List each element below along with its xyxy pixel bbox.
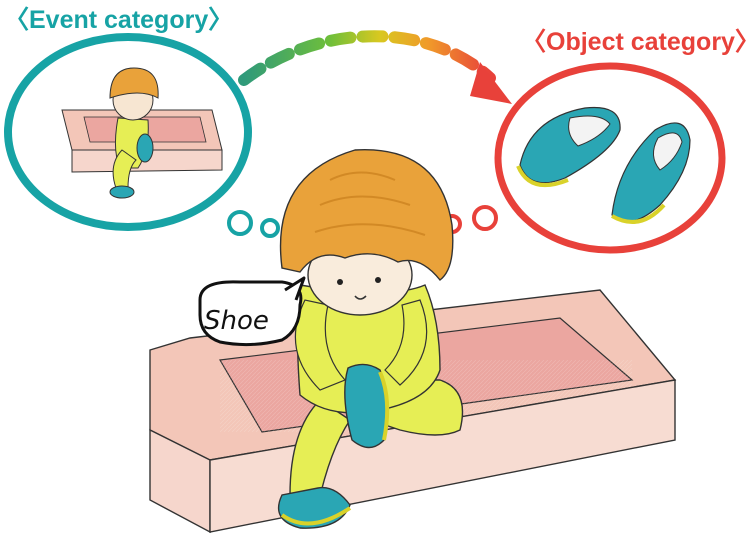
speech-bubble-text: Shoe: [204, 306, 269, 336]
event-thought-bubble: [8, 37, 248, 227]
object-thought-bubble: [498, 66, 722, 250]
dashed-gradient-arrow-icon: [244, 36, 512, 104]
event-category-label: 〈Event category〉: [4, 8, 233, 33]
object-category-label: 〈Object category〉: [521, 30, 755, 55]
foot-shoe-icon: [279, 488, 350, 529]
held-shoe-icon: [345, 364, 387, 447]
